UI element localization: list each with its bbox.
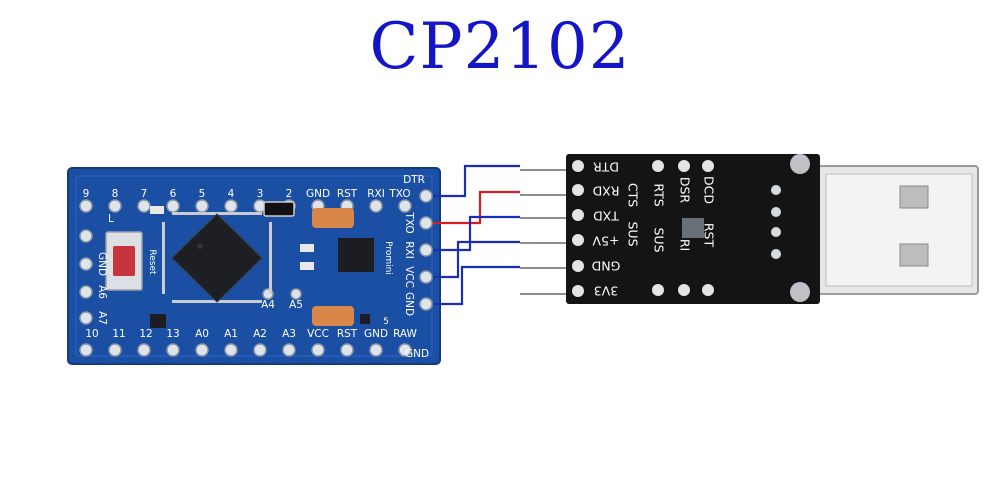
- wire-txo-rxd: [433, 190, 520, 225]
- bottom-pin-labels: 10 11 12 13 A0 A1 A2 A3 VCC RST GND RAW: [85, 328, 417, 340]
- pin-label: A4: [261, 299, 275, 311]
- adapter-label: DCD: [702, 176, 717, 204]
- pin-label: GND: [364, 328, 388, 340]
- pin-label: RXI: [367, 188, 385, 200]
- top-pin-labels: 9 8 7 6 5 4 3 2 GND RST RXI TXO: [83, 188, 411, 200]
- adapter-extra-holes: [652, 160, 714, 296]
- adapter-label: CTS: [626, 183, 641, 207]
- bottom-pin-row: [79, 343, 412, 357]
- voltage-label: 5: [383, 317, 389, 327]
- pin-label: 6: [170, 188, 177, 200]
- adapter-pin-labels: DTR RXD TXD +5V GND 3V3: [592, 160, 621, 299]
- left-pin-labels: GND A6 A7: [96, 252, 108, 325]
- arduino-pro-mini-board: 9 8 7 6 5 4 3 2 GND RST RXI TXO 10 11 12…: [67, 167, 441, 365]
- wire-rxi-txd: [433, 215, 520, 252]
- pin-label: GND: [306, 188, 330, 200]
- oscillator: [312, 208, 354, 228]
- reset-label: Reset: [147, 249, 157, 275]
- pin-label: 2: [286, 188, 293, 200]
- pin-label: 5: [199, 188, 206, 200]
- adapter-header-pins: [520, 169, 566, 295]
- pin-label: 9: [83, 188, 90, 200]
- pin-label: 10: [85, 328, 98, 340]
- pin-label: A0: [195, 328, 209, 340]
- pin-label: 8: [112, 188, 119, 200]
- pin-label: DTR: [403, 174, 425, 186]
- page-title: CP2102: [369, 10, 631, 84]
- pin-label: TXO: [403, 211, 415, 233]
- pin-label: 7: [141, 188, 148, 200]
- pin-label: A3: [282, 328, 296, 340]
- smd-components: [150, 201, 374, 328]
- adapter-label: RI: [678, 239, 693, 251]
- pin-label: RST: [337, 328, 358, 340]
- pin-label: A6: [96, 285, 108, 299]
- right-pin-labels: DTR TXO RXI VCC GND: [403, 174, 425, 316]
- pin-label: RST: [337, 188, 358, 200]
- cp2102-adapter: DTR RXD TXD +5V GND 3V3 CTS SUS RTS SUS …: [520, 154, 979, 304]
- pin-label: 4: [228, 188, 235, 200]
- microcontroller-chip: [162, 212, 272, 303]
- right-pin-column: [419, 189, 433, 311]
- board-model-label: Promini: [383, 241, 393, 275]
- pin-label: RAW: [393, 328, 417, 340]
- pin-label: A2: [253, 328, 267, 340]
- adapter-pin-label: DTR: [593, 160, 619, 175]
- corner-gnd-label: GND: [405, 348, 429, 360]
- adapter-pin-label: RXD: [593, 184, 620, 199]
- adapter-label: SUS: [652, 227, 667, 252]
- pin-label: A1: [224, 328, 238, 340]
- usb-connector: [817, 165, 979, 295]
- pin-label: 11: [112, 328, 125, 340]
- connection-wires: [433, 164, 520, 306]
- adapter-pin-label: TXD: [593, 209, 620, 224]
- pin-label: A7: [96, 311, 108, 325]
- pin-label: VCC: [307, 328, 329, 340]
- pin-label: GND: [403, 292, 415, 316]
- adapter-label: DSR: [678, 177, 693, 204]
- adapter-label: SUS: [626, 221, 641, 246]
- pin-label: 13: [166, 328, 179, 340]
- reset-button: [105, 231, 143, 291]
- adapter-label: RTS: [652, 183, 667, 206]
- adapter-pin-label: GND: [592, 259, 621, 274]
- pin-label: GND: [96, 252, 108, 276]
- adapter-pin-label: 3V3: [594, 284, 618, 299]
- capacitor: [312, 306, 354, 326]
- pin-label: 3: [257, 188, 264, 200]
- adapter-pin-label: +5V: [592, 234, 619, 249]
- left-pin-column: [79, 229, 93, 325]
- adapter-column-labels: CTS SUS RTS SUS DSR RI DCD RST: [626, 176, 717, 253]
- wire-gnd: [433, 265, 520, 306]
- wire-dtr: [433, 164, 520, 198]
- pin-label: TXO: [388, 188, 410, 200]
- adapter-label: RST: [702, 223, 717, 248]
- pin-label: 12: [139, 328, 152, 340]
- wire-vcc-5v: [433, 240, 520, 279]
- pin-label: RXI: [403, 241, 415, 259]
- pin-label: VCC: [403, 266, 415, 288]
- adapter-header-holes: [572, 160, 584, 297]
- pin-label: A5: [289, 299, 303, 311]
- led-label: L: [108, 213, 114, 225]
